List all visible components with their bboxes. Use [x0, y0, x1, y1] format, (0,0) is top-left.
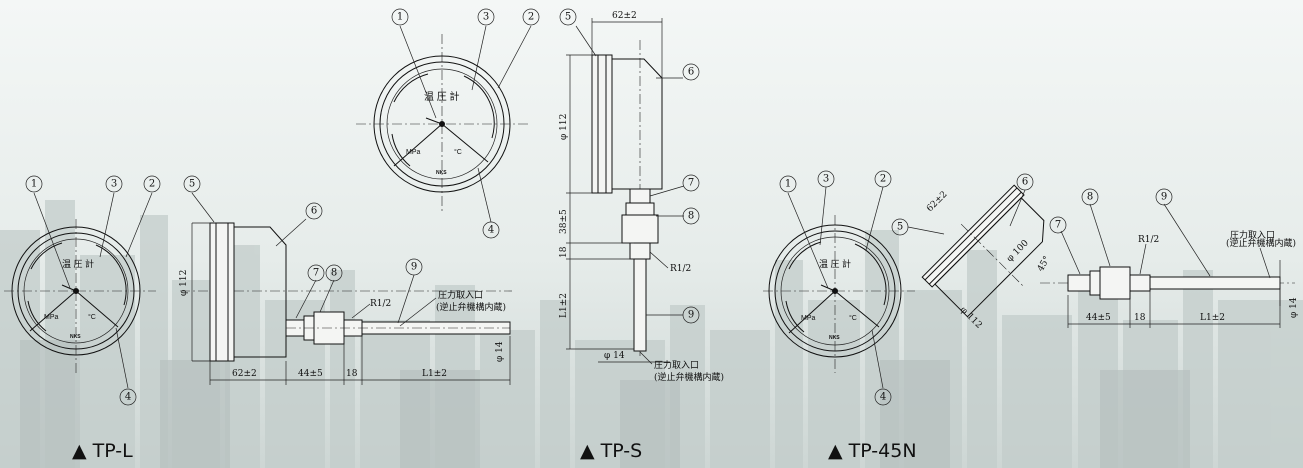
tps-front-view: 温 圧 計 MPa °C NKS	[356, 34, 528, 212]
part-number: 3	[823, 174, 829, 185]
part-number: 3	[483, 12, 489, 23]
gauge-face-title: 温 圧 計	[819, 258, 851, 269]
dim-inner-dia: φ 100	[1005, 238, 1031, 264]
dim-angle: 45°	[1036, 255, 1053, 274]
tp45n-front-view: 温 圧 計 MPa °C NKS	[763, 215, 915, 373]
tp45n-part-balloons: 1 2 3 4	[779, 170, 892, 406]
dim-stem: L1±2	[559, 293, 569, 318]
thread-label: R1/2	[370, 299, 391, 309]
tps-part-balloons: 1 2 3 4	[391, 8, 540, 239]
part-number: 2	[528, 12, 534, 23]
tpl-front-view: 温 圧 計 MPa °C NKS	[4, 219, 156, 373]
dim-depth: 62±2	[232, 369, 257, 379]
gauge-face-unit-mpa: MPa	[801, 315, 816, 322]
part-number: 2	[880, 174, 886, 185]
part-number: 9	[411, 262, 417, 273]
part-number: 8	[1087, 192, 1093, 203]
part-number: 1	[397, 12, 403, 23]
part-number: 8	[688, 211, 694, 222]
tp45n-side-view: 44±5 18 L1±2 φ 14 62±2 φ 112 φ 100 45° R…	[891, 173, 1299, 331]
gauge-brand-logo: NKS	[829, 335, 840, 341]
part-number: 7	[1055, 220, 1061, 231]
port-note: (逆止弁機構内蔵)	[436, 301, 506, 313]
dim-thread: 18	[1134, 313, 1146, 323]
dim-thread: 18	[559, 246, 569, 258]
part-number: 7	[688, 178, 694, 189]
port-note: (逆止弁機構内蔵)	[1226, 237, 1296, 249]
model-caption-tp-s: ▲ TP-S	[580, 440, 643, 462]
gauge-brand-logo: NKS	[70, 334, 81, 340]
dim-stem: L1±2	[422, 369, 447, 379]
port-label: 圧力取入口	[1230, 229, 1275, 241]
part-number: 8	[331, 268, 337, 279]
gauge-face-unit-mpa: MPa	[44, 314, 59, 321]
gauge-face-unit-celsius: °C	[849, 314, 857, 322]
part-number: 4	[880, 392, 886, 403]
part-number: 4	[488, 225, 494, 236]
part-number: 9	[1161, 192, 1167, 203]
dim-stem: L1±2	[1200, 313, 1225, 323]
tps-side-view: 62±2 φ 112 38±5 18 L1±2 φ 14 R1/2 圧力取入口 …	[559, 8, 724, 383]
gauge-face-unit-celsius: °C	[454, 148, 462, 156]
part-number: 4	[125, 392, 131, 403]
dim-fitting: 44±5	[1086, 313, 1111, 323]
part-number: 7	[313, 268, 319, 279]
tpl-part-balloons: 1 2 3 4	[25, 175, 161, 406]
tpl-side-view: φ 112 62±2 44±5 18 L1±2 φ 14 R1/2 圧力取入口 …	[179, 175, 512, 385]
part-number: 5	[189, 179, 195, 190]
part-number: 1	[785, 179, 791, 190]
thread-label: R1/2	[670, 264, 691, 274]
dim-fitting: 38±5	[559, 209, 569, 234]
model-caption-tp-45n: ▲ TP-45N	[828, 440, 917, 462]
part-number: 2	[149, 179, 155, 190]
gauge-brand-logo: NKS	[436, 170, 447, 176]
port-note: (逆止弁機構内蔵)	[654, 371, 724, 383]
dim-dia: φ 112	[958, 305, 984, 331]
part-number: 6	[688, 67, 694, 78]
part-number: 6	[1022, 177, 1028, 188]
part-number: 5	[897, 222, 903, 233]
gauge-face-title: 温 圧 計	[62, 258, 94, 269]
model-caption-tp-l: ▲ TP-L	[72, 440, 133, 462]
part-number: 9	[688, 310, 694, 321]
dim-stem-dia: φ 14	[604, 351, 625, 361]
dim-depth: 62±2	[612, 11, 637, 21]
part-number: 1	[31, 179, 37, 190]
dim-stem-dia: φ 14	[495, 341, 505, 362]
gauge-face-unit-celsius: °C	[88, 313, 96, 321]
dim-fitting: 44±5	[298, 369, 323, 379]
dim-stem-dia: φ 14	[1289, 297, 1299, 318]
port-label: 圧力取入口	[654, 359, 699, 371]
part-number: 3	[111, 179, 117, 190]
dim-dia: φ 112	[179, 270, 189, 296]
port-label: 圧力取入口	[438, 289, 483, 301]
part-number: 5	[565, 12, 571, 23]
gauge-face-title: 温 圧 計	[424, 90, 460, 103]
part-number: 6	[311, 206, 317, 217]
gauge-face-unit-mpa: MPa	[406, 149, 421, 156]
dim-thread: 18	[346, 369, 358, 379]
dim-depth: 62±2	[925, 190, 950, 215]
thread-label: R1/2	[1138, 235, 1159, 245]
dim-dia: φ 112	[559, 114, 569, 140]
